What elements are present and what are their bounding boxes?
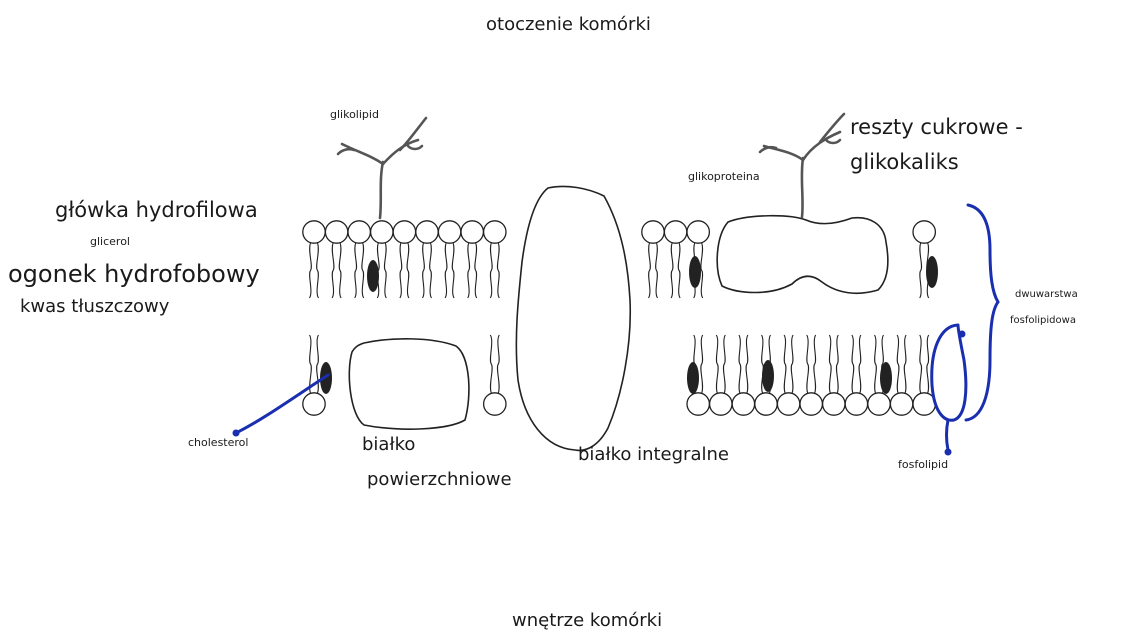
fatty-acid-tail (920, 335, 929, 393)
phospholipid-head (664, 221, 686, 243)
phospholipid-head (890, 393, 912, 415)
fatty-acid-tail (897, 335, 906, 393)
phospholipid-head (484, 393, 506, 415)
fatty-acid-tail (852, 335, 861, 393)
phospholipid-label: fosfolipid (898, 459, 948, 470)
bilayer-label-line2: fosfolipidowa (1010, 313, 1076, 329)
cholesterol-molecule (689, 256, 701, 288)
cholesterol-molecule (926, 256, 938, 288)
bilayer-bracket (966, 205, 998, 420)
fatty-acid-tail (807, 335, 816, 393)
fatty-acid-tail (716, 335, 725, 393)
cholesterol-molecule (880, 362, 892, 394)
phospholipid-head (348, 221, 370, 243)
glycoprotein-protein (717, 216, 888, 294)
fatty-acid-tail (671, 243, 680, 298)
hydrophilic-head-label: główka hydrofilowa (55, 200, 258, 221)
glycerol-label: glicerol (90, 236, 130, 247)
phospholipid-head (416, 221, 438, 243)
peripheral-protein-label-line2: powierzchniowe (367, 471, 512, 489)
phospholipid-head (484, 221, 506, 243)
cholesterol-molecule (687, 362, 699, 394)
phospholipid-head (461, 221, 483, 243)
fatty-acid-tail (377, 243, 386, 298)
integral-protein (516, 186, 630, 450)
peripheral-protein-label-line1: białko (362, 436, 415, 454)
phospholipid-loop (932, 325, 966, 420)
phospholipid-head (325, 221, 347, 243)
phospholipid-head (303, 393, 325, 415)
phospholipid-head (710, 393, 732, 415)
glycolipid-sugar-chain (338, 118, 426, 218)
fatty-acid-label: kwas tłuszczowy (20, 298, 169, 316)
inside-cell-label: wnętrze komórki (512, 612, 662, 630)
fatty-acid-tail (784, 335, 793, 393)
cholesterol-label: cholesterol (188, 437, 248, 448)
fatty-acid-tail (310, 243, 319, 298)
phospholipid-head (438, 221, 460, 243)
phospholipid-head (393, 221, 415, 243)
cholesterol-molecule (367, 260, 379, 292)
phospholipid-head (303, 221, 325, 243)
phospholipid-head (868, 393, 890, 415)
phospholipid-head (777, 393, 799, 415)
fatty-acid-tail (423, 243, 432, 298)
fatty-acid-tail (445, 243, 454, 298)
phospholipid-pointer-line (947, 420, 949, 450)
glycolipid-label: glikolipid (330, 109, 379, 120)
fatty-acid-tail (468, 243, 477, 298)
fatty-acid-tail (355, 243, 364, 298)
phospholipid-head (687, 393, 709, 415)
phospholipid-head (845, 393, 867, 415)
glycoprotein-sugar-chain (760, 114, 844, 217)
sugar-residues-label-line2: glikokaliks (850, 152, 959, 173)
fatty-acid-tail (332, 243, 341, 298)
integral-protein-label: białko integralne (578, 446, 729, 464)
bilayer-label-line1: dwuwarstwa (1015, 287, 1078, 303)
sugar-residues-label-line1: reszty cukrowe - (850, 117, 1023, 138)
peripheral-protein (349, 339, 469, 429)
phospholipid-head (687, 221, 709, 243)
phospholipid-head (913, 221, 935, 243)
cholesterol-molecule (762, 360, 774, 392)
phospholipid-head (371, 221, 393, 243)
outside-cell-label: otoczenie komórki (486, 16, 651, 34)
phospholipid-head (800, 393, 822, 415)
fatty-acid-tail (739, 335, 748, 393)
fatty-acid-tail (829, 335, 838, 393)
hydrophobic-tail-label: ogonek hydrofobowy (8, 262, 260, 286)
fatty-acid-tail (490, 335, 499, 393)
fatty-acid-tail (400, 243, 409, 298)
glycoprotein-label: glikoproteina (688, 171, 760, 182)
phospholipid-head (732, 393, 754, 415)
fatty-acid-tail (490, 243, 499, 298)
phospholipid-head (823, 393, 845, 415)
phospholipid-head (642, 221, 664, 243)
fatty-acid-tail (649, 243, 658, 298)
phospholipid-head (755, 393, 777, 415)
